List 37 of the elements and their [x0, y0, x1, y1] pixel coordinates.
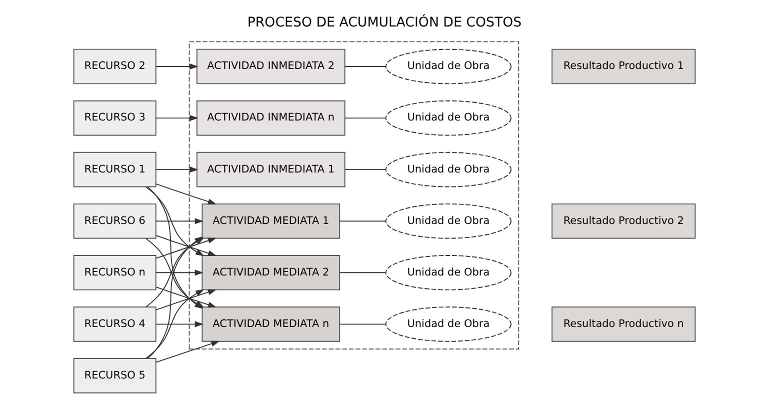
- connector: [338, 220, 386, 222]
- arrow: [154, 115, 198, 122]
- node-ellipse: Unidad de Obra: [384, 48, 512, 84]
- arrow: [154, 218, 203, 224]
- connector: [344, 66, 386, 67]
- arrow: [154, 166, 198, 173]
- node-ellipse: Unidad de Obra: [384, 152, 512, 188]
- connector: [344, 169, 386, 170]
- node-box: Resultado Productivo 1: [551, 48, 696, 84]
- node-box: RECURSO 1: [72, 152, 156, 188]
- connector: [344, 118, 386, 119]
- node-box: Resultado Productivo n: [551, 306, 696, 342]
- node-ellipse: Unidad de Obra: [384, 100, 512, 136]
- node-box: Resultado Productivo 2: [551, 203, 696, 239]
- arrow: [154, 270, 203, 276]
- node-ellipse: Unidad de Obra: [384, 254, 512, 290]
- node-box: ACTIVIDAD MEDIATA 1: [201, 203, 340, 239]
- node-box: ACTIVIDAD INMEDIATA 1: [196, 152, 345, 188]
- connector: [338, 324, 386, 325]
- node-box: RECURSO 4: [72, 306, 156, 342]
- node-box: ACTIVIDAD MEDIATA n: [201, 306, 340, 342]
- arrow: [154, 321, 203, 328]
- node-box: RECURSO 3: [72, 100, 156, 136]
- node-box: RECURSO 6: [72, 203, 156, 239]
- node-box: RECURSO 2: [72, 48, 156, 84]
- connector: [338, 272, 386, 274]
- node-ellipse: Unidad de Obra: [384, 203, 512, 239]
- arrow: [154, 64, 198, 70]
- node-box: ACTIVIDAD MEDIATA 2: [201, 254, 340, 290]
- node-box: ACTIVIDAD INMEDIATA 2: [196, 48, 345, 84]
- node-box: RECURSO 5: [72, 358, 156, 394]
- node-box: ACTIVIDAD INMEDIATA n: [196, 100, 345, 136]
- node-box: RECURSO n: [72, 254, 156, 290]
- arrow: [155, 183, 216, 204]
- arrow: [154, 340, 220, 363]
- node-ellipse: Unidad de Obra: [384, 306, 512, 342]
- diagram-title: PROCESO DE ACUMULACIÓN DE COSTOS: [246, 16, 522, 31]
